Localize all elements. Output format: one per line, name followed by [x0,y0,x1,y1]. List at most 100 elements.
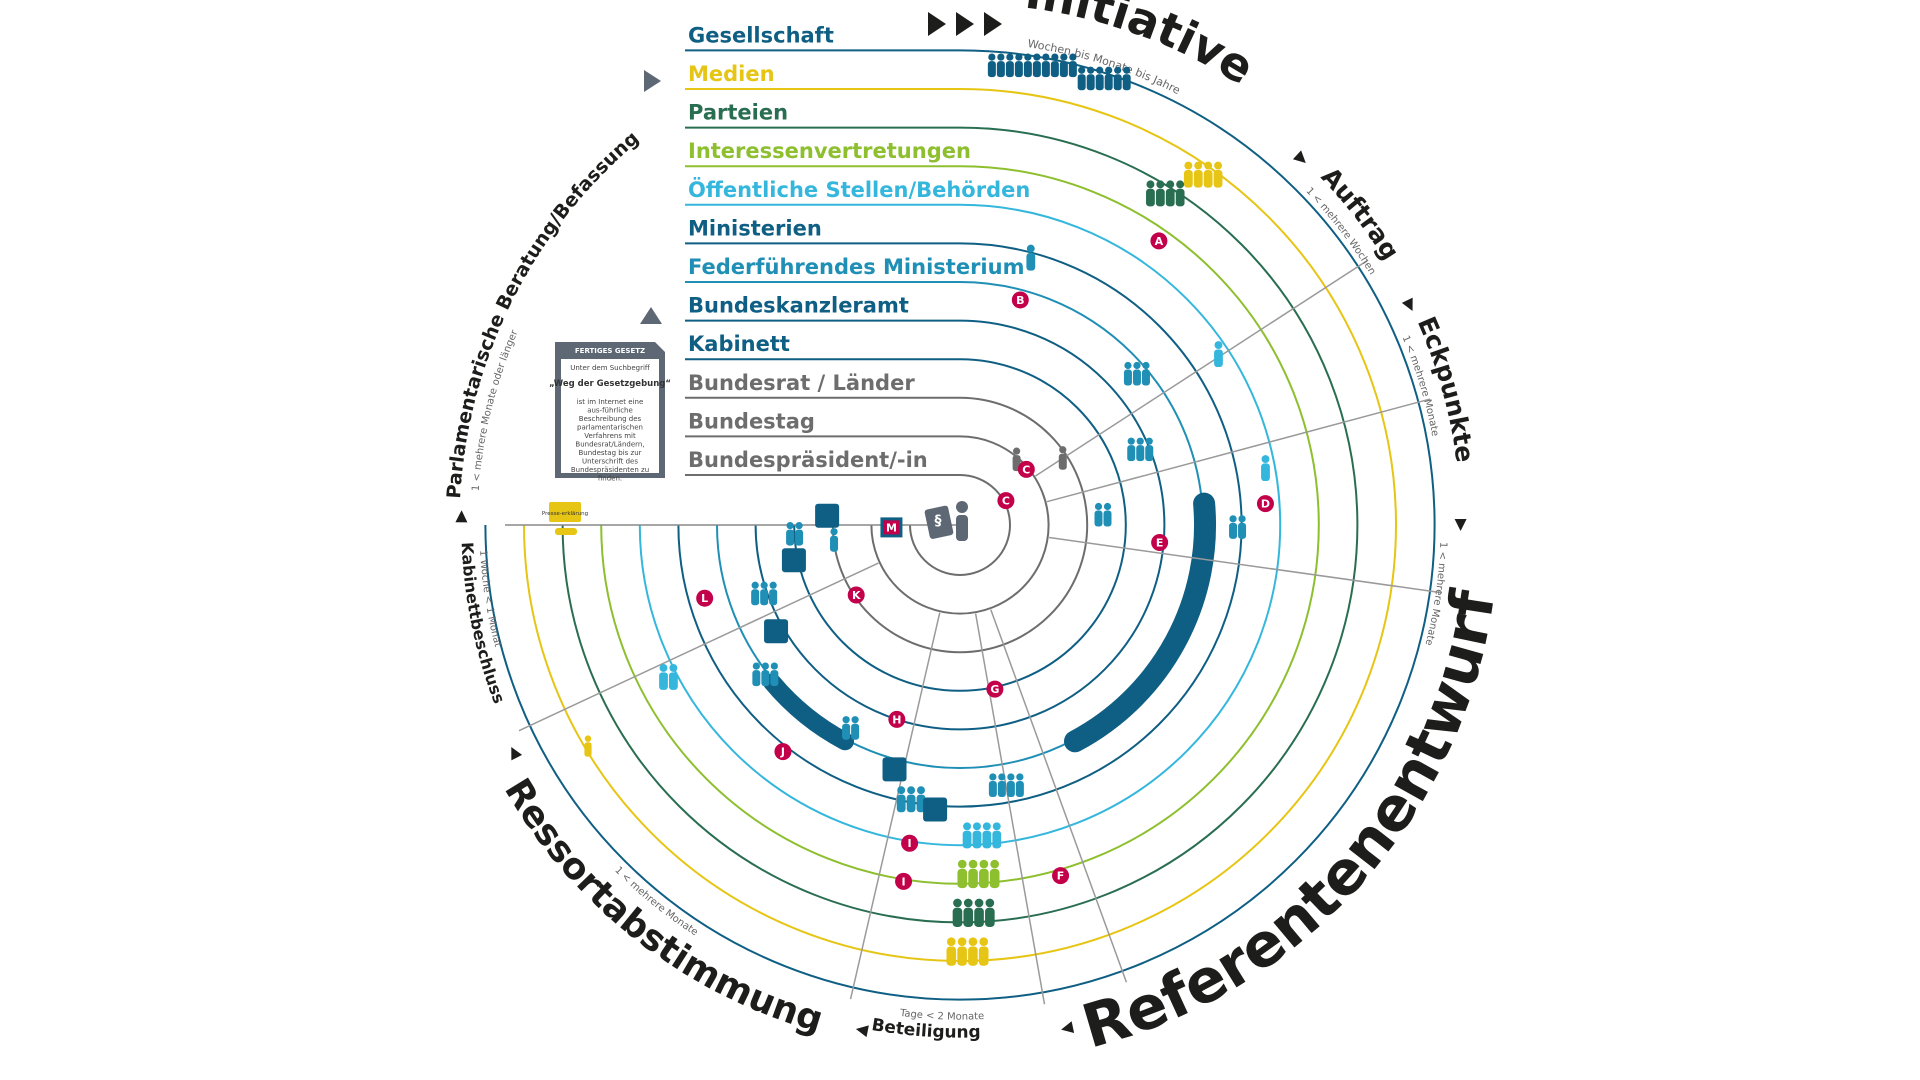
person-icon [968,937,978,966]
person-icon [1183,161,1193,188]
person-icon [1213,161,1223,188]
person-icon [1094,502,1103,527]
press-release-tag: Presse-erklärung [542,502,588,535]
coordination-band [763,673,854,751]
svg-text:D: D [1261,498,1270,511]
person-icon [1015,773,1024,797]
person-icon [760,581,769,606]
ring-label: Parteien [688,101,788,125]
person-icon [1261,455,1270,482]
person-icon [1132,361,1141,386]
svg-text:L: L [701,592,708,605]
svg-text:A: A [1155,235,1164,248]
badge-h: H [888,710,906,728]
phase-arrow-icon [1454,519,1467,531]
badge-b: B [1011,291,1029,309]
ring-arc [793,358,1127,692]
phase-divider [1046,398,1431,503]
person-icon [842,716,851,740]
person-icon [989,859,1000,889]
svg-text:C: C [1022,463,1030,476]
info-card-term: „Weg der Gesetzgebung“ [549,379,671,389]
ring-arc [909,474,1011,576]
person-icon [1023,53,1032,78]
phase-divider [1049,536,1442,594]
person-icon [1006,773,1015,797]
ring-label: Federführendes Ministerium [688,255,1024,279]
person-icon [1123,361,1132,386]
ring-arc [754,319,1166,731]
person-icon [1146,180,1155,207]
ring-arc [831,396,1089,654]
person-icon [1095,66,1104,91]
person-icon [972,822,982,849]
person-icon [1155,180,1165,207]
person-icon [962,822,972,849]
ring-label: Interessenvertretungen [688,139,971,163]
phase-divider [990,609,1128,983]
person-icon [985,898,995,927]
person-icon [1203,161,1213,188]
ring-label: Ministerien [688,216,822,240]
phase-arrow-icon [1061,1021,1075,1034]
svg-text:C: C [1002,495,1010,508]
phase-divider-layer [505,259,1442,1005]
svg-text:I: I [908,837,912,850]
person-icon [992,822,1002,849]
info-card-intro: Unter dem Suchbegriff [570,364,650,372]
person-icon [830,528,839,552]
info-card-header: FERTIGES GESETZ [575,347,645,355]
person-icon [1145,437,1154,462]
document-icon [815,503,840,528]
person-icon [1175,180,1185,207]
phase-divider [974,613,1046,1005]
ring-arc [638,203,1282,847]
person-icon [996,53,1005,78]
person-icon [1026,244,1036,271]
person-icon [1032,53,1041,78]
badge-c: C [997,492,1015,510]
person-icon [1127,437,1136,462]
person-icon [988,773,997,797]
person-icon [851,716,860,740]
person-icon [1229,515,1238,539]
svg-text:H: H [892,713,901,726]
document-icon [882,757,907,782]
person-icon [769,581,778,606]
person-icon [957,937,967,966]
svg-text:J: J [780,746,785,759]
badge-c: C [1017,460,1035,478]
ring-arc [484,49,1436,1001]
document-icon [764,619,789,644]
paragraph-sign: § [935,513,942,529]
ring-label-layer: GesellschaftMedienParteienInteressenvert… [688,23,1030,472]
svg-text:B: B [1016,294,1024,307]
person-icon [1041,53,1050,78]
badge-l: L [696,589,714,607]
person-icon [957,859,968,889]
ring-label: Bundeskanzleramt [688,294,909,318]
ring-arc [523,88,1397,962]
badge-m: M [880,517,903,538]
phase-divider [518,562,879,732]
document-icon [781,548,806,573]
center-law-symbol: § [924,501,968,541]
phase-arrow-icon [455,510,468,523]
ring-layer [484,49,1436,1001]
person-icon [997,773,1006,797]
badge-d: D [1256,495,1274,513]
person-icon [1068,53,1077,78]
person-icon [1058,446,1067,470]
ring-arc [600,165,1320,885]
person-icon [1104,66,1113,91]
person-icon [1077,66,1086,91]
up-arrow-icon [640,307,662,324]
person-icon [752,662,761,687]
badge-g: G [986,680,1004,698]
person-icon [978,937,989,966]
ring-label: Kabinett [688,332,790,356]
person-icon [963,898,974,927]
